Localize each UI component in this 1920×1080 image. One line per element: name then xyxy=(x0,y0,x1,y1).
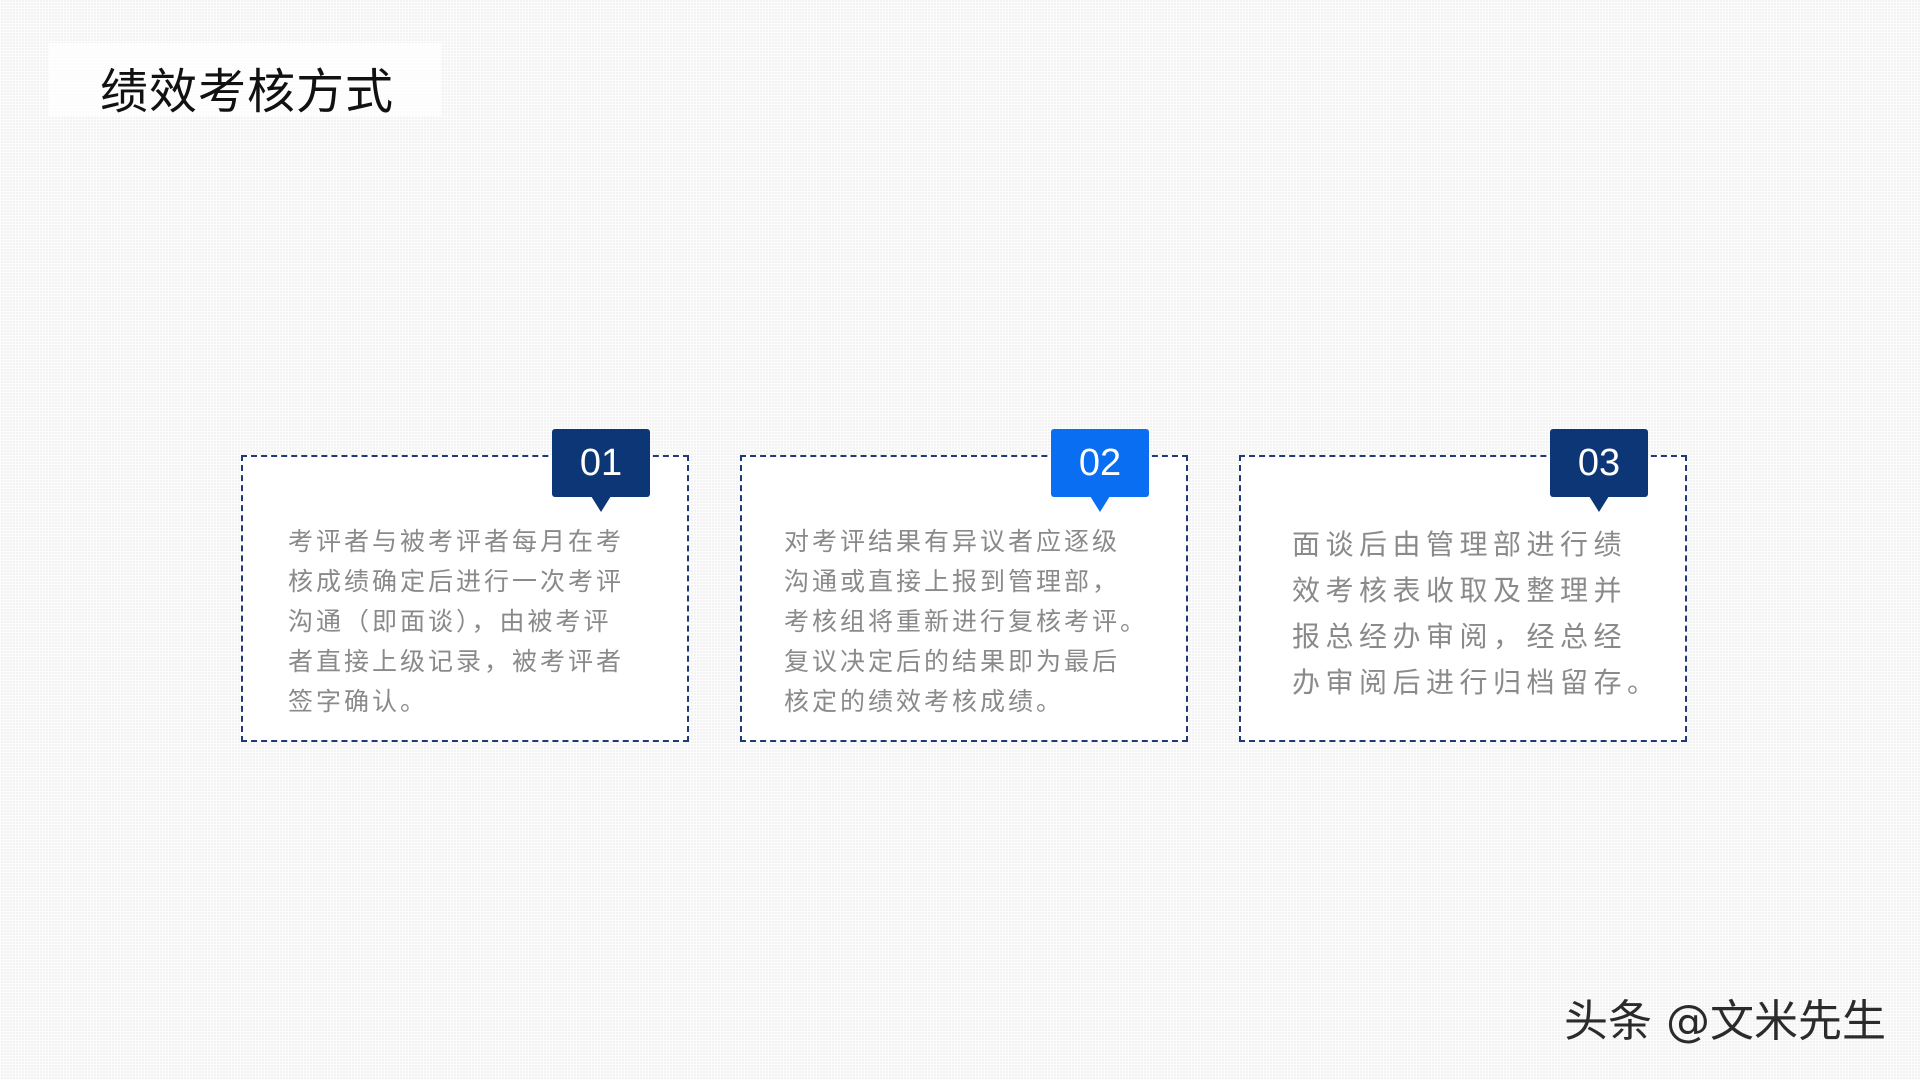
badge-pointer-1 xyxy=(591,496,611,512)
step-badge-1: 01 xyxy=(552,429,650,512)
text-line: 对考评结果有异议者应逐级 xyxy=(784,527,1121,556)
text-line: 核定的绩效考核成绩。 xyxy=(784,687,1065,716)
step-card-1: 01 考评者与被考评者每月在考 核成绩确定后进行一次考评 沟通（即面谈），由被考… xyxy=(241,429,689,742)
text-line: 报总经办审阅，经总经 xyxy=(1292,620,1628,653)
text-line: 核成绩确定后进行一次考评 xyxy=(288,567,625,596)
title-backdrop xyxy=(49,43,441,116)
text-line: 沟通或直接上报到管理部， xyxy=(784,567,1121,596)
text-line: 效考核表收取及整理并 xyxy=(1292,574,1628,607)
step-text-1: 考评者与被考评者每月在考 核成绩确定后进行一次考评 沟通（即面谈），由被考评 者… xyxy=(288,522,624,722)
badge-pointer-2 xyxy=(1090,496,1110,512)
slide-title: 绩效考核方式 xyxy=(100,64,395,120)
step-number-3: 03 xyxy=(1577,442,1621,484)
badge-pointer-3 xyxy=(1589,496,1609,512)
text-line: 办审阅后进行归档留存。 xyxy=(1292,666,1661,699)
text-line: 考核组将重新进行复核考评。 xyxy=(784,607,1149,636)
watermark: 头条 @文米先生 xyxy=(1564,996,1886,1047)
step-text-3: 面谈后由管理部进行绩 效考核表收取及整理并 报总经办审阅，经总经 办审阅后进行归… xyxy=(1292,522,1661,706)
text-line: 复议决定后的结果即为最后 xyxy=(784,647,1121,676)
text-line: 面谈后由管理部进行绩 xyxy=(1292,528,1628,561)
step-badge-3: 03 xyxy=(1550,429,1648,512)
step-card-2: 02 对考评结果有异议者应逐级 沟通或直接上报到管理部， 考核组将重新进行复核考… xyxy=(740,429,1188,742)
text-line: 签字确认。 xyxy=(288,687,429,716)
step-number-2: 02 xyxy=(1078,442,1122,484)
step-text-2: 对考评结果有异议者应逐级 沟通或直接上报到管理部， 考核组将重新进行复核考评。 … xyxy=(784,522,1148,722)
text-line: 者直接上级记录，被考评者 xyxy=(288,647,625,676)
step-number-1: 01 xyxy=(579,442,623,484)
step-card-3: 03 面谈后由管理部进行绩 效考核表收取及整理并 报总经办审阅，经总经 办审阅后… xyxy=(1239,429,1687,742)
text-line: 沟通（即面谈），由被考评 xyxy=(288,607,612,636)
text-line: 考评者与被考评者每月在考 xyxy=(288,527,625,556)
step-badge-2: 02 xyxy=(1051,429,1149,512)
